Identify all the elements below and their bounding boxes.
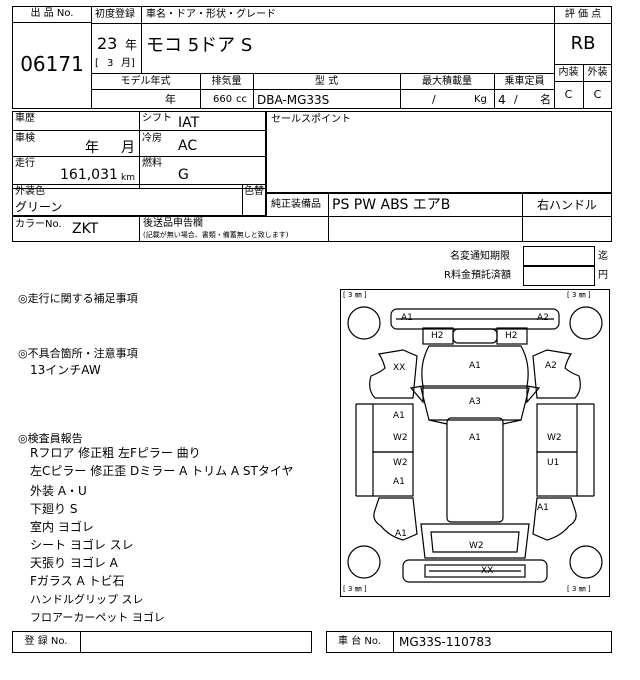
tire-depth-rl: [ 3 ㎜ ] [343, 585, 367, 593]
mark-front-fender-right: A2 [545, 361, 557, 371]
overall-grade: RB [570, 33, 596, 54]
displacement-label: 排気量 [211, 76, 242, 87]
car-name-label: 車名・ドア・形状・グレード [146, 9, 276, 20]
color-number-box [12, 216, 612, 242]
mark-rear-door-left: A1 [393, 477, 405, 487]
ac-value: AC [178, 138, 198, 154]
model-type: DBA-MG33S [257, 93, 330, 107]
inspector-line: 下廻り S [30, 502, 78, 516]
interior-label: 内装 [558, 67, 579, 78]
mark-rear-door-right: U1 [547, 458, 560, 468]
recycle-label: R料金預託済額 [444, 270, 511, 281]
declaration-note: (記載が無い場合、書類・備蓄無しと致します) [143, 231, 289, 239]
mark-front-bumper-right: A2 [537, 313, 549, 323]
inspector-line: 左Cピラー 修正歪 Dミラー A トリム A STタイヤ [30, 464, 294, 478]
exterior-color: グリーン [15, 200, 63, 214]
name-change-label: 名変通知期限 [450, 251, 510, 262]
inspection-label: 車検 [15, 133, 35, 144]
grade-label: 評 価 点 [564, 9, 602, 20]
exterior-label: 外装 [587, 67, 608, 78]
mark-front-bumper-left: A1 [401, 313, 413, 323]
mark-front-door-left-top: A1 [393, 411, 405, 421]
history-label: 車歴 [15, 113, 35, 124]
inspector-line: 室内 ヨゴレ [30, 520, 94, 534]
first-registration-label: 初度登録 [95, 9, 135, 20]
lot-number: 06171 [20, 52, 84, 76]
color-number-label: カラーNo. [15, 219, 62, 230]
mark-windshield: A3 [469, 397, 481, 407]
defects-title: ◎不具合箇所・注意事項 [18, 347, 138, 360]
capacity-label: 乗車定員 [504, 76, 545, 87]
mark-rear-fender-right: A1 [537, 503, 549, 513]
recycle-field [523, 266, 595, 286]
mark-front-fender-left: XX [393, 363, 406, 373]
tire-depth-fl: [ 3 ㎜ ] [343, 291, 367, 299]
chassis-number-label: 車 台 No. [338, 636, 381, 647]
equipment-label: 純正装備品 [271, 199, 321, 210]
mark-headlight-right: H2 [505, 331, 518, 341]
car-diagram: [ 3 ㎜ ] [ 3 ㎜ ] [ 3 ㎜ ] [ 3 ㎜ ] A1 A2 H2… [340, 289, 610, 597]
mark-front-door-left: W2 [393, 433, 408, 443]
mileage-label: 走行 [15, 158, 35, 169]
declaration-label: 後送品申告欄 [143, 218, 203, 229]
inspector-line: シート ヨゴレ スレ [30, 538, 134, 552]
type-label: 型 式 [314, 76, 339, 87]
exterior-grade: C [593, 88, 602, 101]
chassis-number: MG33S-110783 [399, 635, 492, 649]
driving-notes-title: ◎走行に関する補足事項 [18, 292, 138, 305]
tire-depth-rr: [ 3 ㎜ ] [567, 585, 591, 593]
chassis-number-box [326, 631, 612, 653]
name-change-field [523, 246, 595, 266]
inspector-line: Fガラス A トビ石 [30, 574, 125, 588]
shift-label: シフト [142, 113, 172, 124]
mark-hood: A1 [469, 361, 481, 371]
mark-back-door: W2 [469, 541, 484, 551]
inspector-line: フロアーカーペット ヨゴレ [30, 611, 165, 624]
handle-position: 右ハンドル [536, 198, 597, 212]
registration-number-label: 登 録 No. [24, 636, 68, 647]
color-number: ZKT [72, 221, 99, 237]
inspector-line: 外装 A・U [30, 484, 87, 498]
sales-point-box [266, 111, 612, 193]
mark-rear-fender-left: A1 [395, 529, 407, 539]
mark-roof: A1 [469, 433, 481, 443]
lot-number-label: 出 品 No. [30, 8, 74, 19]
max-load-label: 最大積載量 [422, 76, 472, 87]
mileage-value: 161,031 [60, 167, 118, 183]
exterior-color-label: 外装色 [15, 186, 45, 197]
equipment-value: PS PW ABS エアB [332, 197, 451, 213]
displacement-value: 660 [213, 94, 233, 105]
mark-rear-door-left-top: W2 [393, 458, 408, 468]
mark-rear-bumper: XX [481, 566, 494, 576]
inspector-line: ハンドルグリップ スレ [30, 593, 144, 606]
inspector-title: ◎検査員報告 [18, 432, 83, 445]
car-outline [347, 306, 603, 583]
capacity-value: 4 [498, 93, 506, 107]
mark-front-door-right: W2 [547, 433, 562, 443]
defect-item: 13インチAW [30, 363, 101, 377]
inspector-line: Rフロア 修正粗 左Fピラー 曲り [30, 446, 201, 460]
registration-month: 3 [107, 58, 114, 69]
inspector-line: 天張り ヨゴレ A [30, 556, 118, 570]
registration-year: 23 [97, 34, 118, 53]
fuel-label: 燃料 [142, 158, 162, 169]
fuel-value: G [178, 167, 189, 183]
model-year-label: モデル年式 [120, 76, 171, 87]
year-unit: 年 [125, 38, 138, 52]
sales-point-label: セールスポイント [271, 114, 351, 125]
tire-depth-fr: [ 3 ㎜ ] [567, 291, 591, 299]
color-change-label: 色替 [244, 186, 264, 197]
shift-value: IAT [178, 115, 200, 131]
mark-headlight-left: H2 [431, 331, 444, 341]
ac-label: 冷房 [142, 133, 162, 144]
car-name: モコ 5ドア S [146, 35, 253, 56]
registration-number-box [12, 631, 312, 653]
exterior-color-box [12, 184, 266, 216]
interior-grade: C [564, 88, 573, 101]
